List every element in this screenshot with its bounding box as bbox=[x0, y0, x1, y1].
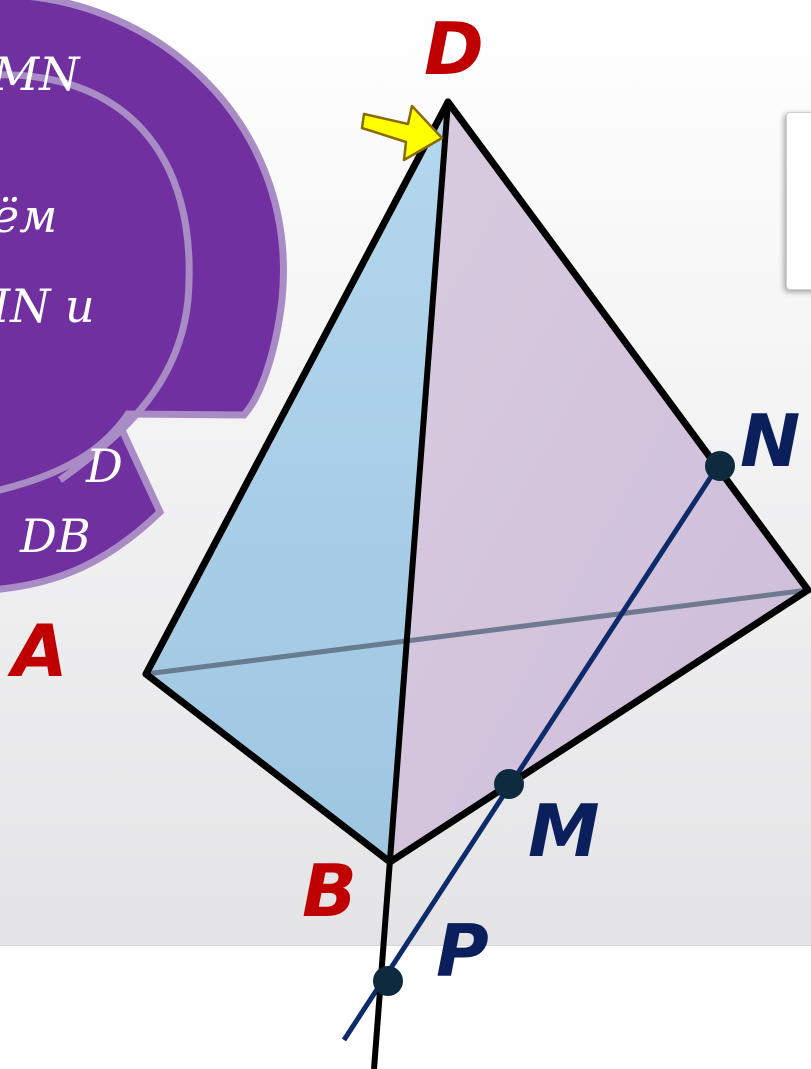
bubble-line-4: D bbox=[85, 439, 123, 493]
bubble-body bbox=[0, 0, 287, 494]
edge-da bbox=[142, 98, 452, 678]
label-b: B bbox=[302, 849, 357, 933]
point-m-dot bbox=[494, 769, 524, 799]
edge-ac-hidden bbox=[145, 587, 809, 677]
label-n: N bbox=[740, 399, 800, 483]
line-nmp bbox=[341, 464, 721, 1042]
tetrahedron-edges bbox=[142, 98, 811, 866]
side-panel-edge bbox=[786, 112, 811, 290]
edge-ab bbox=[142, 670, 394, 866]
edge-db-extended bbox=[371, 101, 451, 1069]
bubble-inner-ring bbox=[0, 71, 193, 483]
label-p: P bbox=[436, 909, 489, 993]
arrow-pointer-icon bbox=[360, 104, 444, 162]
bubble-line-5: DB bbox=[19, 509, 91, 563]
face-abd bbox=[146, 102, 448, 862]
face-dbc bbox=[390, 102, 808, 862]
point-p-dot bbox=[373, 966, 403, 996]
label-a: A bbox=[7, 609, 68, 693]
label-d: D bbox=[424, 7, 484, 91]
point-n-dot bbox=[705, 451, 735, 481]
bubble-line-3: IN и bbox=[0, 279, 95, 333]
edge-dc bbox=[444, 98, 811, 594]
hint-bubble: MN ём IN и D DB bbox=[0, 0, 287, 593]
page-below-slide bbox=[0, 946, 811, 1069]
bubble-line-2: ём bbox=[0, 189, 57, 243]
edge-bc bbox=[386, 586, 811, 866]
bubble-line-1: MN bbox=[0, 47, 81, 101]
label-m: M bbox=[528, 789, 600, 873]
